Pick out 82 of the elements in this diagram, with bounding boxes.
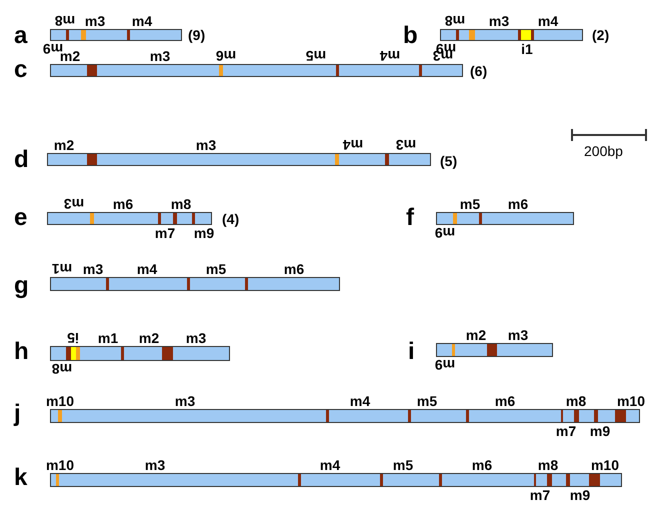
marker-label: m3 [488,14,510,28]
panel-letter: h [14,340,29,364]
marker-label: m4 [320,458,340,472]
marker-label: m9 [570,488,590,502]
marker-label: m5 [416,394,438,408]
marker-label: m7 [530,488,550,502]
marker-label: m5 [306,49,326,63]
gene-bar [436,212,574,225]
marker-label: m3 [196,138,216,152]
marker-label: m3 [64,197,84,211]
marker-label: m10 [590,458,620,472]
marker-label: m6 [508,197,528,211]
marker-label: m3 [396,138,416,152]
panel-letter: c [14,58,28,82]
scale-label: 200bp [584,144,623,158]
marker-label: m3 [82,262,104,276]
panel-letter: d [14,148,29,172]
marker-label: m10 [46,394,74,408]
marker-label: m2 [54,138,74,152]
marker-label: i5 [67,331,79,345]
marker-label: m8 [170,197,192,211]
marker-label: m9 [194,226,214,240]
marker-label: m6 [494,394,516,408]
gene-bar [50,473,622,487]
marker-label: m3 [144,458,166,472]
marker-label: m9 [434,358,456,372]
marker-label: m8 [538,458,558,472]
marker-label: m8 [52,362,72,376]
marker-label: m4 [350,394,370,408]
marker-label: m10 [46,458,74,472]
marker-label: m4 [342,138,364,152]
marker-label: m3 [150,49,170,63]
gene-bar [50,346,230,361]
gene-bar [47,153,431,166]
marker-label: m7 [556,424,576,438]
marker-label: m4 [538,14,558,28]
marker-label: m2 [138,331,160,345]
marker-label: m6 [284,262,304,276]
marker-label: m4 [380,49,400,63]
marker-label: m10 [616,394,646,408]
marker-label: m6 [216,49,236,63]
marker-label: m3 [174,394,196,408]
marker-label: m8 [566,394,586,408]
gene-bar [50,277,340,291]
marker-label: m9 [434,226,456,240]
marker-label: m3 [84,14,106,28]
marker-label: m8 [54,14,76,28]
marker-label: m3 [186,331,206,345]
marker-label: m3 [508,328,528,342]
count-label: (2) [592,28,610,42]
gene-bar [436,343,553,357]
marker-label: m9 [590,424,610,438]
gene-bar [50,64,463,77]
panel-letter: k [14,466,28,490]
count-label: (9) [188,28,206,42]
marker-label: m4 [136,262,158,276]
panel-letter: e [14,206,28,230]
marker-label: m5 [392,458,414,472]
gene-bar [47,212,212,225]
marker-label: m7 [154,226,176,240]
marker-label: m1 [98,331,118,345]
panel-letter: g [14,274,29,298]
gene-bar [50,409,640,423]
panel-letter: j [14,402,21,426]
marker-label: m1 [52,262,72,276]
marker-label: m6 [472,458,492,472]
marker-label: m5 [460,197,480,211]
panel-letter: i [408,340,415,364]
panel-letter: a [14,24,28,48]
count-label: (6) [470,64,488,78]
gene-bar [50,29,182,41]
panel-letter: f [406,206,414,230]
marker-label: m2 [466,328,486,342]
count-label: (4) [222,212,240,226]
marker-label: m8 [444,14,466,28]
marker-label: m4 [132,14,152,28]
panel-letter: b [403,24,418,48]
marker-label: m5 [206,262,226,276]
count-label: (5) [440,154,458,168]
marker-label: i1 [521,42,533,56]
gene-bar [440,29,583,41]
marker-label: m6 [112,197,134,211]
